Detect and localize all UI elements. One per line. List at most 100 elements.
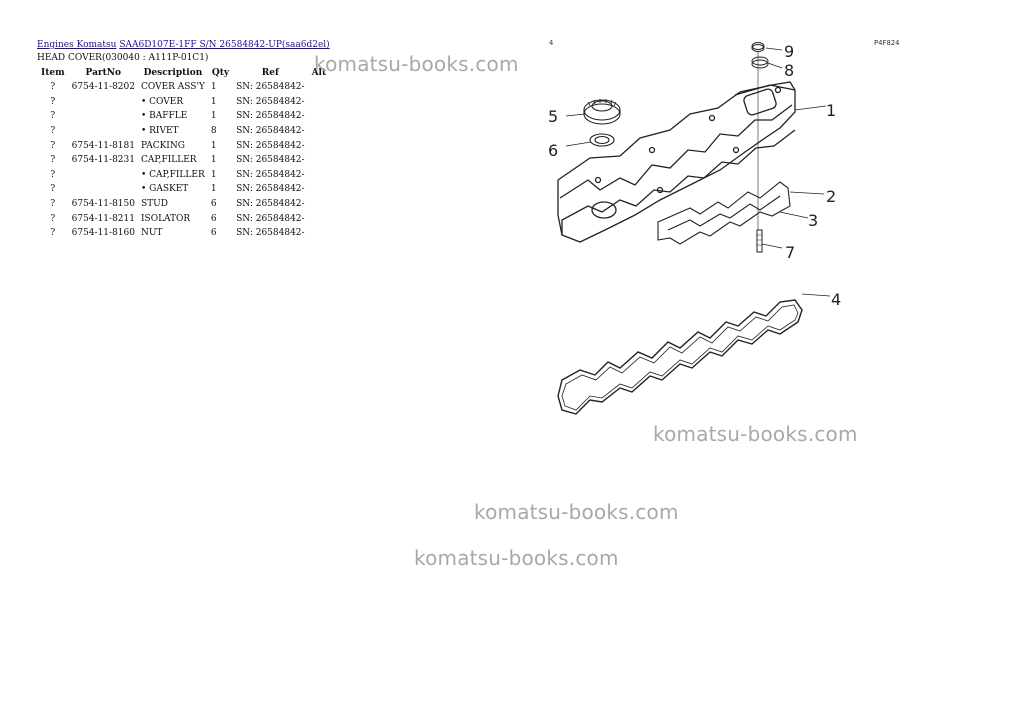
cell-partno: 6754-11-8202 [71, 82, 135, 93]
cell-ref: SN: 26584842- [236, 184, 305, 195]
header-ref: Ref [261, 68, 279, 78]
corner-mark: 4 [549, 39, 553, 47]
watermark: komatsu-books.com [414, 546, 619, 570]
cell-alt [308, 168, 331, 183]
callout-9: 9 [784, 42, 794, 61]
head-cover-illustration: 4 P4F824 [548, 39, 899, 415]
cell-alt [308, 197, 331, 212]
cell-partno: 6754-11-8181 [71, 140, 135, 151]
cell-alt [308, 80, 331, 95]
isolator-part [751, 56, 769, 69]
cell-alt [308, 124, 331, 139]
cell-ref: SN: 26584842- [236, 82, 305, 93]
cell-item: ? [50, 228, 56, 239]
cell-qty: 1 [210, 169, 217, 180]
header-alt: Alt [311, 68, 327, 78]
cell-item: ? [50, 111, 56, 122]
cell-partno: 6754-11-8231 [71, 155, 135, 166]
breadcrumb: Engines Komatsu SAA6D107E-1FF S/N 265848… [37, 40, 330, 50]
callout-3: 3 [808, 211, 818, 230]
cell-partno [69, 168, 138, 183]
parts-table: Item PartNo Description Qty Ref Alt ? 675… [37, 66, 330, 241]
cell-partno [69, 95, 138, 110]
cell-qty: 6 [210, 199, 217, 210]
watermark: komatsu-books.com [474, 500, 679, 524]
baffle-part [657, 181, 791, 245]
cell-alt [308, 109, 331, 124]
cell-ref: SN: 26584842- [236, 213, 305, 224]
table-header-row: Item PartNo Description Qty Ref Alt [37, 66, 330, 80]
cell-item: ? [50, 199, 56, 210]
cell-description: • CAP,FILLER [140, 169, 205, 180]
cell-description: • GASKET [140, 184, 189, 195]
cell-item: ? [50, 96, 56, 107]
callout-6: 6 [548, 141, 558, 160]
callout-1: 1 [826, 101, 836, 120]
figure-code: P4F824 [874, 39, 899, 47]
cell-qty: 1 [210, 111, 217, 122]
header-description: Description [143, 68, 203, 78]
cell-ref: SN: 26584842- [236, 155, 305, 166]
cell-ref: SN: 26584842- [236, 111, 305, 122]
cell-qty: 1 [210, 140, 217, 151]
header-qty: Qty [211, 68, 230, 78]
cell-description: CAP,FILLER [140, 155, 197, 166]
cell-partno [69, 109, 138, 124]
cell-qty: 1 [210, 96, 217, 107]
cell-partno: 6754-11-8160 [71, 228, 135, 239]
cell-item: ? [50, 82, 56, 93]
cap-gasket-part [589, 133, 615, 147]
filler-cap-part [583, 99, 621, 125]
stud-part [756, 229, 763, 253]
cell-alt [308, 138, 331, 153]
cell-description: PACKING [140, 140, 185, 151]
cell-ref: SN: 26584842- [236, 228, 305, 239]
cell-alt [308, 211, 331, 226]
cell-partno: 6754-11-8211 [71, 213, 135, 224]
cell-ref: SN: 26584842- [236, 169, 305, 180]
cell-partno [69, 182, 138, 197]
cell-alt [308, 226, 331, 241]
cell-qty: 6 [210, 228, 217, 239]
header-item: Item [41, 68, 65, 78]
table-row: ? • CAP,FILLER 1 SN: 26584842- [37, 168, 330, 183]
cell-qty: 1 [210, 184, 217, 195]
cell-ref: SN: 26584842- [236, 126, 305, 137]
watermark: komatsu-books.com [314, 52, 519, 76]
cell-description: • BAFFLE [140, 111, 188, 122]
cell-description: STUD [140, 199, 168, 210]
leader-lines [565, 47, 831, 297]
cell-alt [308, 153, 331, 168]
packing-part [557, 299, 803, 415]
breadcrumb-link-engines[interactable]: Engines Komatsu [37, 40, 117, 50]
callout-4: 4 [831, 290, 841, 309]
cell-partno: 6754-11-8150 [71, 199, 135, 210]
cell-description: ISOLATOR [140, 213, 191, 224]
callout-2: 2 [826, 187, 836, 206]
cell-item: ? [50, 140, 56, 151]
cell-item: ? [50, 169, 56, 180]
cell-alt [308, 182, 331, 197]
cell-qty: 1 [210, 82, 217, 93]
cell-ref: SN: 26584842- [236, 96, 305, 107]
nut-part [751, 42, 765, 52]
callout-8: 8 [784, 61, 794, 80]
callout-5: 5 [548, 107, 558, 126]
cell-qty: 8 [210, 126, 217, 137]
table-row: ? • BAFFLE 1 SN: 26584842- [37, 109, 330, 124]
cell-partno [69, 124, 138, 139]
cell-item: ? [50, 213, 56, 224]
cell-qty: 1 [210, 155, 217, 166]
watermark: komatsu-books.com [653, 422, 858, 446]
breadcrumb-link-model[interactable]: SAA6D107E-1FF S/N 26584842-UP(saa6d2el) [119, 40, 330, 50]
cell-alt [308, 95, 331, 110]
cell-item: ? [50, 126, 56, 137]
